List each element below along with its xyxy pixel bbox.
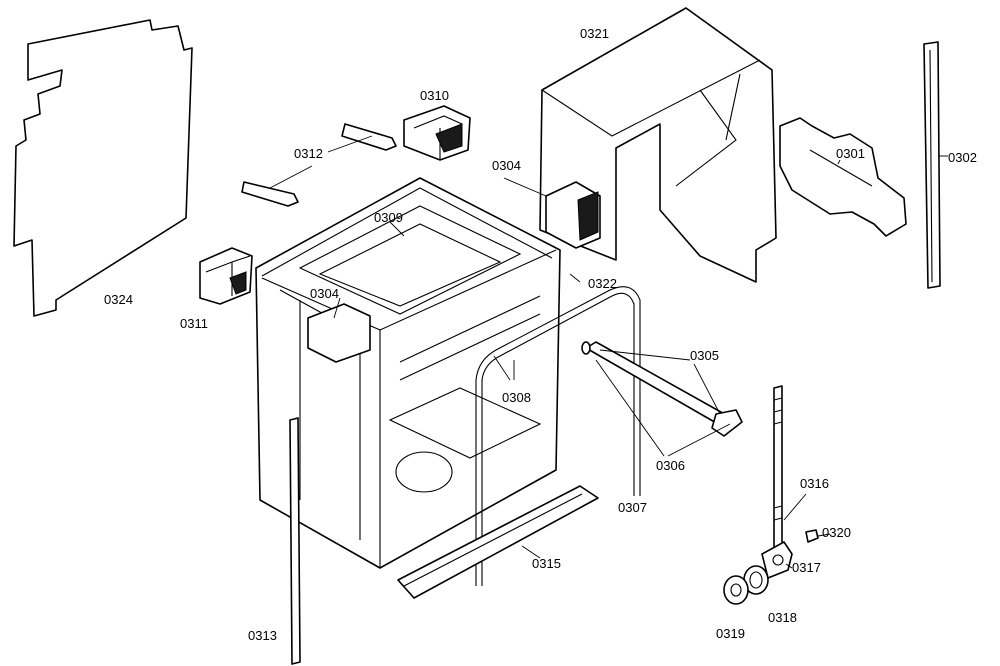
label-0321: 0321 bbox=[580, 26, 609, 41]
part-0310-bracket bbox=[403, 105, 471, 161]
part-0302-rail bbox=[923, 41, 941, 289]
label-0309: 0309 bbox=[374, 210, 403, 225]
label-0305: 0305 bbox=[690, 348, 719, 363]
label-0310: 0310 bbox=[420, 88, 449, 103]
label-0304-left: 0304 bbox=[310, 286, 339, 301]
part-0304-bracket-right bbox=[545, 181, 601, 249]
part-0315-base-plate bbox=[397, 485, 599, 599]
part-0311-bracket bbox=[199, 247, 253, 305]
label-0319: 0319 bbox=[716, 626, 745, 641]
label-0302: 0302 bbox=[948, 150, 977, 165]
label-0324: 0324 bbox=[104, 292, 133, 307]
label-0307: 0307 bbox=[618, 500, 647, 515]
label-0306: 0306 bbox=[656, 458, 685, 473]
part-0312-hinge-plates bbox=[241, 123, 397, 207]
part-labels: 0321 0310 0312 0304 0301 0302 0309 0322 … bbox=[104, 26, 977, 643]
part-0307-hose bbox=[475, 286, 641, 586]
label-0304-right: 0304 bbox=[492, 158, 521, 173]
part-0316-rod bbox=[773, 385, 783, 555]
label-0301: 0301 bbox=[836, 146, 865, 161]
label-0320: 0320 bbox=[822, 525, 851, 540]
part-tub bbox=[255, 177, 561, 569]
label-0317: 0317 bbox=[792, 560, 821, 575]
leader-lines bbox=[269, 135, 948, 569]
part-0324-side-panel bbox=[13, 19, 193, 317]
label-0311: 0311 bbox=[180, 316, 208, 331]
label-0322: 0322 bbox=[588, 276, 617, 291]
part-0313-strip bbox=[289, 417, 301, 665]
label-0315: 0315 bbox=[532, 556, 561, 571]
label-0316: 0316 bbox=[800, 476, 829, 491]
part-0319-washer bbox=[723, 575, 749, 605]
part-0301-panel bbox=[779, 117, 907, 237]
label-0312: 0312 bbox=[294, 146, 323, 161]
label-0308: 0308 bbox=[502, 390, 531, 405]
label-0313: 0313 bbox=[248, 628, 277, 643]
label-0318: 0318 bbox=[768, 610, 797, 625]
part-0320-screw bbox=[805, 529, 819, 543]
